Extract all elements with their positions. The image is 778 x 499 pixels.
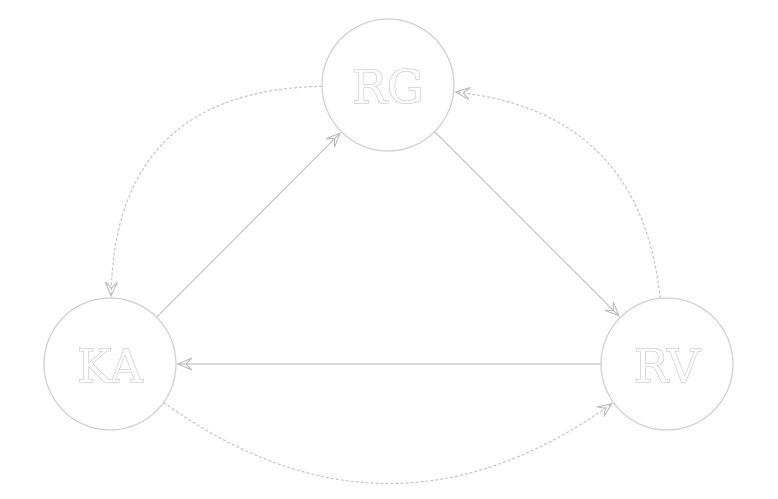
- node-rv: RV: [600, 297, 734, 431]
- node-rv-label: RV: [634, 339, 701, 393]
- nodes-layer: RG KA RV: [43, 18, 734, 431]
- edges-layer: [104, 85, 661, 485]
- arrow-head-rv-to-rg: [454, 87, 471, 100]
- node-ka: KA: [43, 297, 177, 431]
- node-rv-circle: [600, 297, 734, 431]
- node-rg: RG: [321, 18, 455, 152]
- arrow-head-ka-to-rg: [325, 132, 341, 148]
- arrow-head-ka-to-rv: [596, 402, 613, 417]
- node-ka-label: KA: [77, 339, 144, 393]
- node-rg-circle: [321, 18, 455, 152]
- edge-rg-to-ka: [110, 85, 323, 297]
- arrow-head-rg-to-ka: [104, 281, 118, 298]
- edge-ka-to-rg: [156, 132, 341, 318]
- node-rg-label: RG: [352, 60, 423, 114]
- node-ka-circle: [43, 297, 177, 431]
- edge-ka-to-rv: [163, 402, 613, 485]
- edge-rg-to-rv: [434, 131, 620, 317]
- arrow-head-rg-to-rv: [604, 301, 620, 317]
- edge-rv-to-rg: [455, 91, 661, 299]
- arrow-head-rv-to-ka: [176, 357, 193, 371]
